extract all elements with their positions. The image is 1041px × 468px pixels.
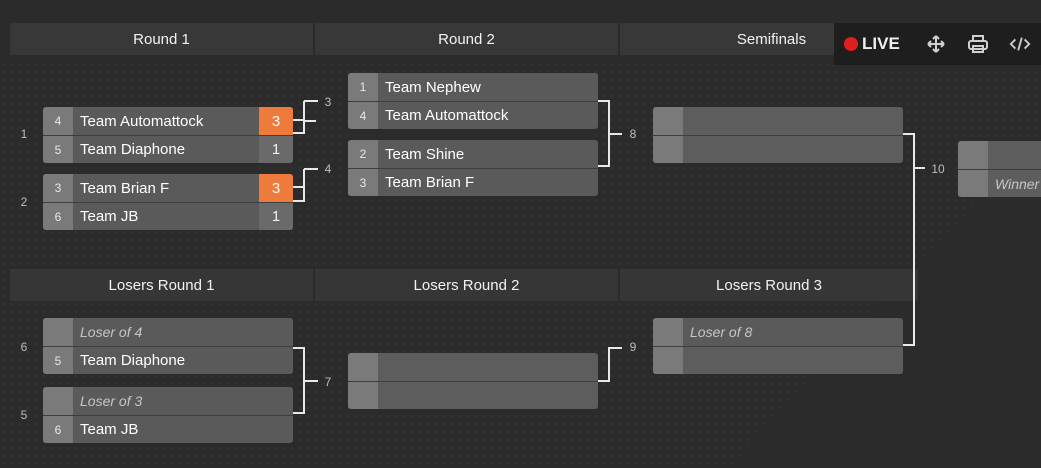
team-name: Team Diaphone [80,141,186,158]
seed [653,136,683,163]
seed: 3 [43,174,73,202]
team-slot-empty[interactable]: Winner [958,170,1041,197]
team-slot-empty[interactable] [958,141,1041,170]
team-slot[interactable]: Loser of 3 [43,387,293,416]
seed: 5 [43,136,73,163]
move-icon[interactable] [926,33,947,55]
match-1[interactable]: 4 Team Automattock 3 5 Team Diaphone 1 [43,107,293,163]
team-name [378,382,598,409]
match-3[interactable]: 1 Team Nephew 4 Team Automattock [348,73,598,129]
record-dot-icon [844,37,858,51]
print-icon[interactable] [967,33,989,55]
seed: 4 [43,107,73,135]
team-slot[interactable]: 3 Team Brian F [348,169,598,196]
seed: 4 [348,102,378,129]
team-name: Team Brian F [385,174,475,191]
header-round-2: Round 2 [315,23,618,55]
match-10[interactable]: Winner [958,141,1041,197]
match-number: 4 [324,162,332,176]
header-losers-round-1: Losers Round 1 [10,269,313,301]
header-losers-round-3: Losers Round 3 [620,269,918,301]
live-label: LIVE [862,34,900,53]
team-slot[interactable]: 5 Team Diaphone [43,347,293,374]
seed: 5 [43,347,73,374]
score: 1 [259,136,293,163]
seed: 2 [348,140,378,168]
match-number: 2 [20,195,28,209]
match-4[interactable]: 2 Team Shine 3 Team Brian F [348,140,598,196]
team-name: Team Shine [385,145,465,163]
match-number: 6 [20,340,28,354]
team-slot-empty[interactable] [653,136,903,163]
score: 1 [259,203,293,230]
match-number: 3 [324,95,332,109]
team-name: Team JB [80,208,139,225]
seed [348,382,378,409]
team-name [683,347,903,374]
team-slot[interactable]: 3 Team Brian F 3 [43,174,293,203]
match-2[interactable]: 3 Team Brian F 3 6 Team JB 1 [43,174,293,230]
seed [653,347,683,374]
team-name: Team Diaphone [80,352,186,369]
seed [653,107,683,135]
team-slot[interactable]: 4 Team Automattock 3 [43,107,293,136]
team-name: Team Nephew [385,78,481,96]
score-winner: 3 [259,107,293,135]
match-5[interactable]: Loser of 3 6 Team JB [43,387,293,443]
match-8[interactable] [653,107,903,163]
placeholder-label: Loser of 4 [80,324,143,340]
team-slot[interactable]: 5 Team Diaphone 1 [43,136,293,163]
seed: 6 [43,203,73,230]
match-6[interactable]: Loser of 4 5 Team Diaphone [43,318,293,374]
bracket-toolbar: LIVE [834,23,1041,65]
match-number: 5 [20,408,28,422]
team-name [683,107,903,135]
team-name: Team Automattock [80,112,204,130]
team-name: Team Brian F [80,179,170,197]
header-round-1: Round 1 [10,23,313,55]
seed [43,387,73,415]
team-name [378,353,598,381]
placeholder-label: Loser of 3 [80,393,143,409]
seed [43,318,73,346]
seed [958,141,988,169]
team-slot[interactable]: 6 Team JB 1 [43,203,293,230]
score-winner: 3 [259,174,293,202]
team-slot-empty[interactable] [348,353,598,382]
match-number: 1 [20,127,28,141]
seed [653,318,683,346]
team-name: Team JB [80,421,139,438]
header-losers-round-2: Losers Round 2 [315,269,618,301]
team-slot[interactable]: Loser of 4 [43,318,293,347]
team-slot[interactable]: 1 Team Nephew [348,73,598,102]
team-name: Team Automattock [385,107,509,124]
team-name [988,141,1041,169]
seed: 3 [348,169,378,196]
team-slot[interactable]: 2 Team Shine [348,140,598,169]
seed: 6 [43,416,73,443]
match-9[interactable]: Loser of 8 [653,318,903,374]
seed [348,353,378,381]
seed: 1 [348,73,378,101]
team-slot[interactable]: 4 Team Automattock [348,102,598,129]
match-7[interactable] [348,353,598,409]
match-number: 10 [931,162,945,176]
embed-code-icon[interactable] [1009,33,1031,55]
team-slot-empty[interactable] [653,107,903,136]
match-number: 9 [629,340,637,354]
team-name [683,136,903,163]
live-button[interactable]: LIVE [844,34,900,54]
placeholder-label: Winner [995,175,1040,192]
team-slot[interactable]: Loser of 8 [653,318,903,347]
placeholder-label: Loser of 8 [690,324,753,340]
match-number: 7 [324,375,332,389]
match-number: 8 [629,127,637,141]
team-slot-empty[interactable] [348,382,598,409]
team-slot[interactable]: 6 Team JB [43,416,293,443]
team-slot-empty[interactable] [653,347,903,374]
seed [958,170,988,197]
